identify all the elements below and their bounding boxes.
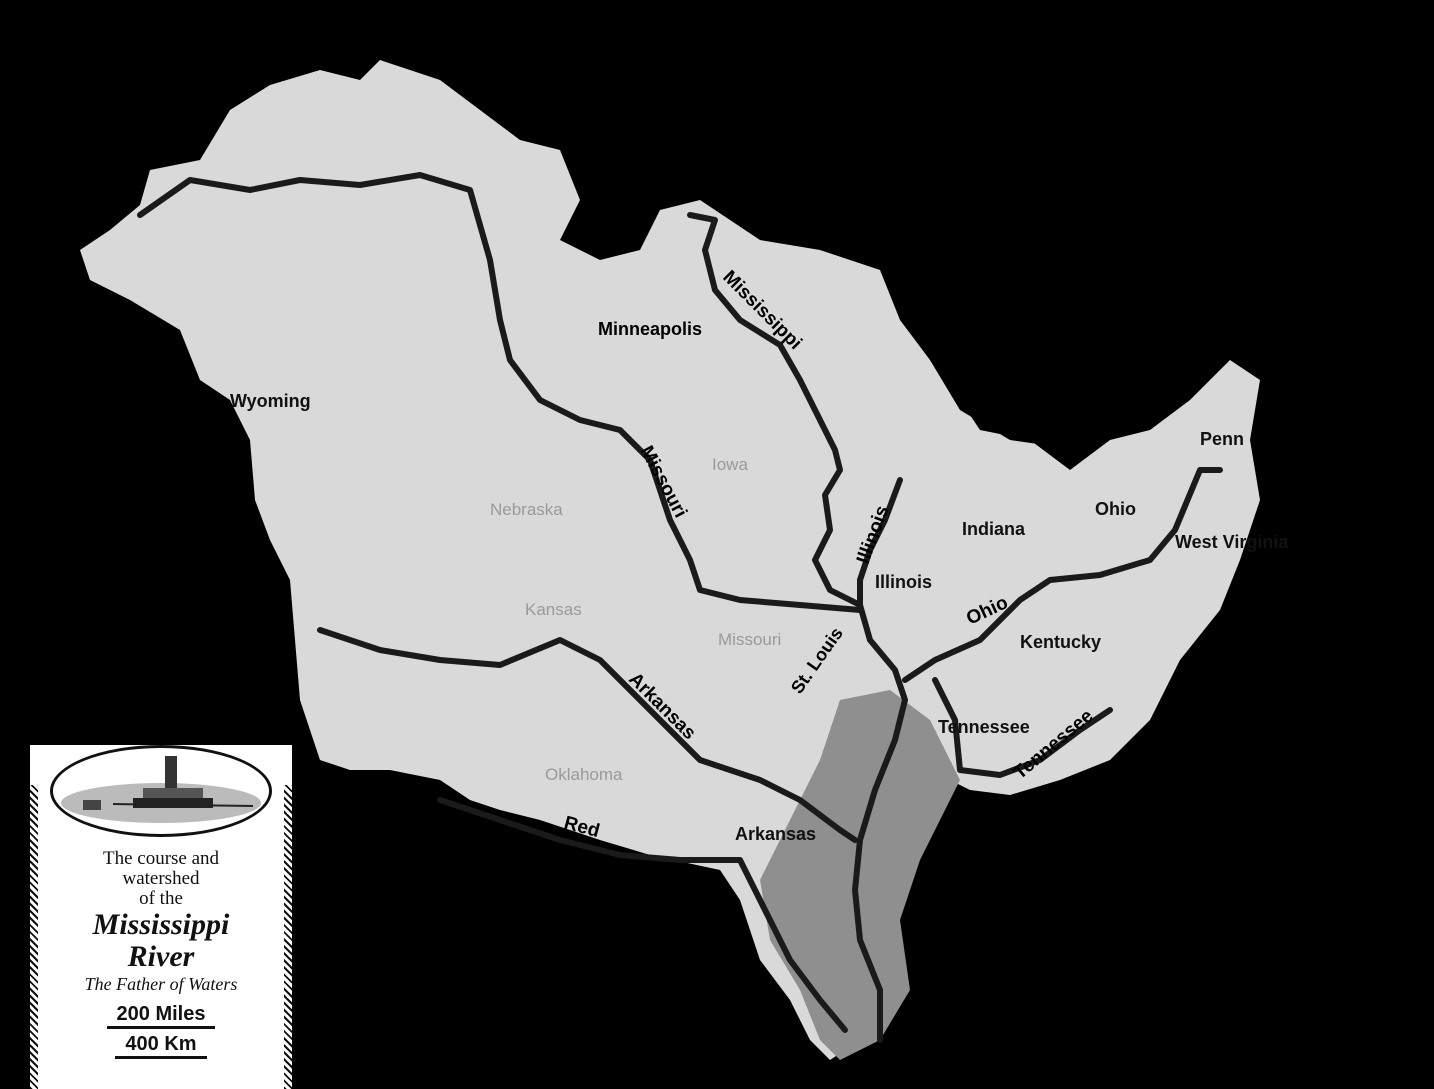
- state-label-iowa: Iowa: [712, 455, 748, 474]
- legend-title-2: River: [127, 940, 195, 973]
- legend-line-1: The course and: [102, 848, 220, 869]
- state-label-penn: Penn: [1200, 429, 1244, 449]
- legend-title-1: Mississippi: [92, 908, 230, 941]
- state-label-kansas: Kansas: [525, 600, 582, 619]
- missouri-river-line: [137, 172, 863, 613]
- legend-subtitle: The Father of Waters: [84, 974, 238, 994]
- state-label-oklahoma: Oklahoma: [545, 765, 623, 784]
- tennessee-river-line: [932, 677, 1113, 778]
- city-label-minneapolis: Minneapolis: [598, 319, 702, 339]
- state-label-west-virginia: West Virginia: [1175, 532, 1289, 552]
- state-label-indiana: Indiana: [962, 519, 1026, 539]
- state-label-tennessee: Tennessee: [938, 717, 1030, 737]
- state-label-kentucky: Kentucky: [1020, 632, 1101, 652]
- scale-miles: 200 Miles: [106, 1003, 216, 1029]
- legend-line-2: watershed: [122, 868, 200, 889]
- legend-text: The course and watershed of the Mississi…: [40, 849, 282, 1059]
- legend-line-3: of the: [139, 888, 183, 909]
- rivers-layer: [137, 172, 1223, 1043]
- delta-region: [760, 690, 960, 1060]
- state-label-missouri: Missouri: [718, 630, 781, 649]
- legend-border-left: [30, 785, 38, 1089]
- red-river-line: [437, 797, 848, 1033]
- state-label-illinois: Illinois: [875, 572, 932, 592]
- legend-border-right: [284, 785, 292, 1089]
- legend-panel: The course and watershed of the Mississi…: [30, 745, 292, 1089]
- state-label-wyoming: Wyoming: [230, 391, 311, 411]
- ohio-river-line: [902, 467, 1223, 683]
- state-label-nebraska: Nebraska: [490, 500, 563, 519]
- scale-km: 400 Km: [115, 1033, 207, 1059]
- steamboat-vignette: [50, 745, 272, 837]
- state-label-ohio: Ohio: [1095, 499, 1136, 519]
- watershed-area: [80, 60, 1260, 1060]
- illinois-river-line: [857, 477, 903, 613]
- arkansas-river-line: [317, 627, 858, 843]
- state-labels: Wyoming Iowa Nebraska Kansas Missouri Ok…: [230, 391, 1289, 844]
- scale-miles-row: 200 Miles: [40, 1003, 282, 1029]
- state-label-arkansas: Arkansas: [735, 824, 816, 844]
- steamboat-icon: [61, 756, 261, 823]
- scale-km-row: 400 Km: [40, 1033, 282, 1059]
- great-lakes-cutout: [870, 230, 1200, 450]
- mississippi-river-line: [687, 212, 908, 1043]
